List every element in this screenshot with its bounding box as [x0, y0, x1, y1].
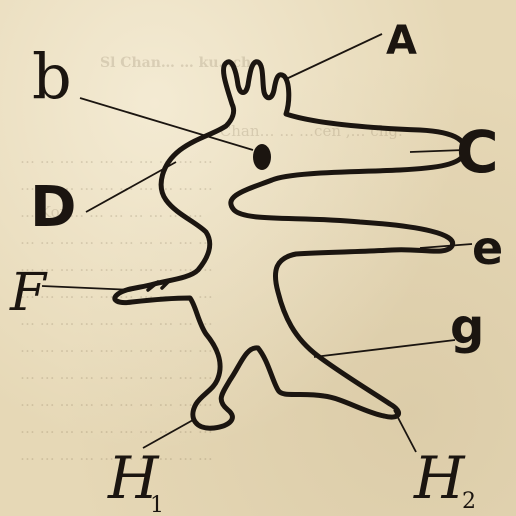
- label-h1-subscript: 1: [150, 493, 164, 516]
- leader-line-h2: [394, 410, 416, 452]
- label-g: g: [450, 299, 484, 355]
- leader-line-a: [284, 34, 382, 80]
- label-d: D: [30, 175, 76, 240]
- leader-line-g: [314, 340, 455, 357]
- creature-outline: [115, 62, 465, 428]
- label-b: b: [32, 40, 72, 113]
- label-f: F: [9, 263, 48, 323]
- leader-line-e: [420, 244, 472, 248]
- creature-body-path: [115, 62, 465, 428]
- creature-eye: [253, 144, 271, 170]
- label-h2-subscript: 2: [462, 489, 476, 514]
- label-e: e: [472, 221, 503, 275]
- label-h2: H: [413, 444, 466, 512]
- leader-lines: [42, 34, 472, 452]
- label-a: A: [386, 18, 417, 64]
- leader-line-f: [42, 286, 134, 290]
- label-c: C: [456, 118, 499, 186]
